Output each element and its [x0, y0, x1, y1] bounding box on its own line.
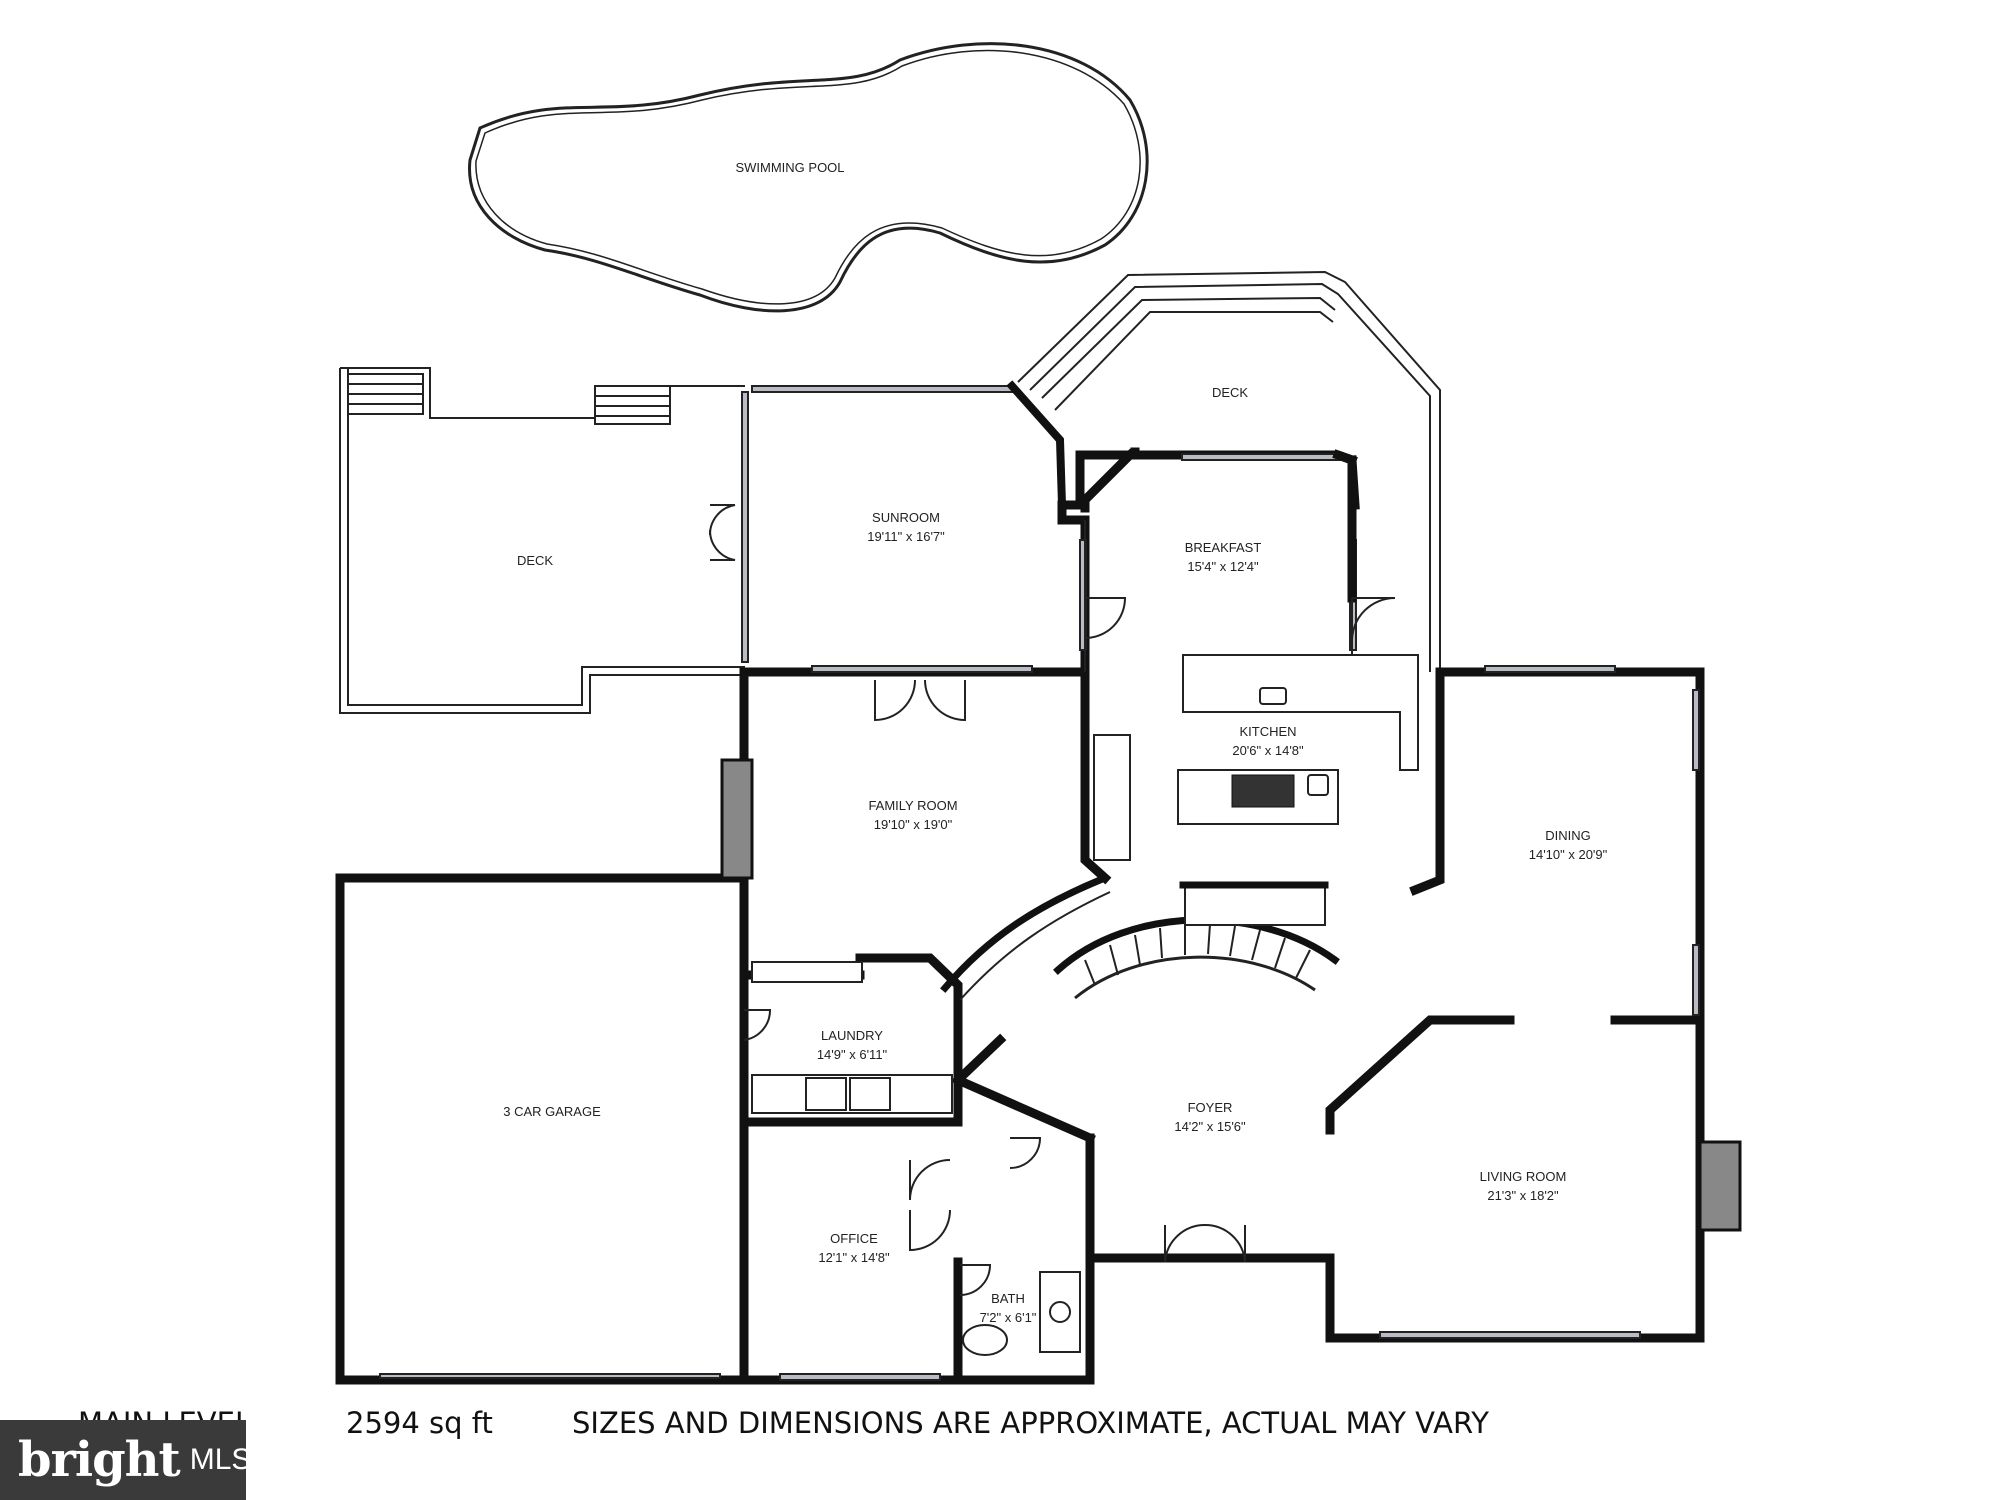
windows	[379, 385, 1700, 1381]
laundry-fixtures	[751, 961, 953, 1114]
bright-mls-logo: bright MLS	[0, 1420, 251, 1500]
dims-living: 21'3" x 18'2"	[1487, 1188, 1559, 1203]
dims-bath: 7'2" x 6'1"	[980, 1310, 1037, 1325]
right-deck	[1017, 270, 1441, 672]
sunroom-wall	[1006, 380, 1067, 510]
label-garage: 3 CAR GARAGE	[503, 1104, 601, 1119]
left-deck	[339, 367, 745, 714]
label-family: FAMILY ROOM	[868, 798, 957, 813]
square-footage: 2594 sq ft	[346, 1406, 493, 1440]
dims-kitchen: 20'6" x 14'8"	[1232, 743, 1304, 758]
curved-staircase	[1053, 881, 1340, 1000]
label-laundry: LAUNDRY	[821, 1028, 883, 1043]
kitchen-counters	[1093, 654, 1419, 861]
fireplace-family	[720, 758, 754, 880]
cooktop	[1231, 774, 1295, 808]
label-living: LIVING ROOM	[1480, 1169, 1567, 1184]
dims-dining: 14'10" x 20'9"	[1529, 847, 1608, 862]
logo-suffix: MLS	[189, 1443, 252, 1476]
label-sunroom: SUNROOM	[872, 510, 940, 525]
label-office: OFFICE	[830, 1231, 878, 1246]
doors	[708, 504, 1396, 1296]
label-foyer: FOYER	[1188, 1100, 1233, 1115]
label-deck-left: DECK	[517, 553, 553, 568]
fireplace-living	[1698, 1140, 1742, 1232]
label-pool: SWIMMING POOL	[735, 160, 844, 175]
swimming-pool-outline	[468, 42, 1149, 313]
dims-foyer: 14'2" x 15'6"	[1174, 1119, 1246, 1134]
label-deck-right: DECK	[1212, 385, 1248, 400]
label-breakfast: BREAKFAST	[1185, 540, 1262, 555]
dims-laundry: 14'9" x 6'11"	[817, 1047, 888, 1062]
logo-brand: bright	[18, 1432, 181, 1488]
dims-breakfast: 15'4" x 12'4"	[1187, 559, 1259, 574]
dims-family: 19'10" x 19'0"	[874, 817, 953, 832]
family-curved-wall	[940, 875, 1105, 993]
disclaimer: SIZES AND DIMENSIONS ARE APPROXIMATE, AC…	[572, 1406, 1489, 1440]
label-bath: BATH	[991, 1291, 1025, 1306]
dims-sunroom: 19'11" x 16'7"	[867, 529, 945, 544]
dims-office: 12'1" x 14'8"	[818, 1250, 890, 1265]
label-dining: DINING	[1545, 828, 1591, 843]
bath-fixtures	[962, 1271, 1081, 1356]
label-kitchen: KITCHEN	[1239, 724, 1296, 739]
breakfast-bay	[1080, 448, 1137, 513]
exterior-walls	[335, 447, 1705, 1385]
